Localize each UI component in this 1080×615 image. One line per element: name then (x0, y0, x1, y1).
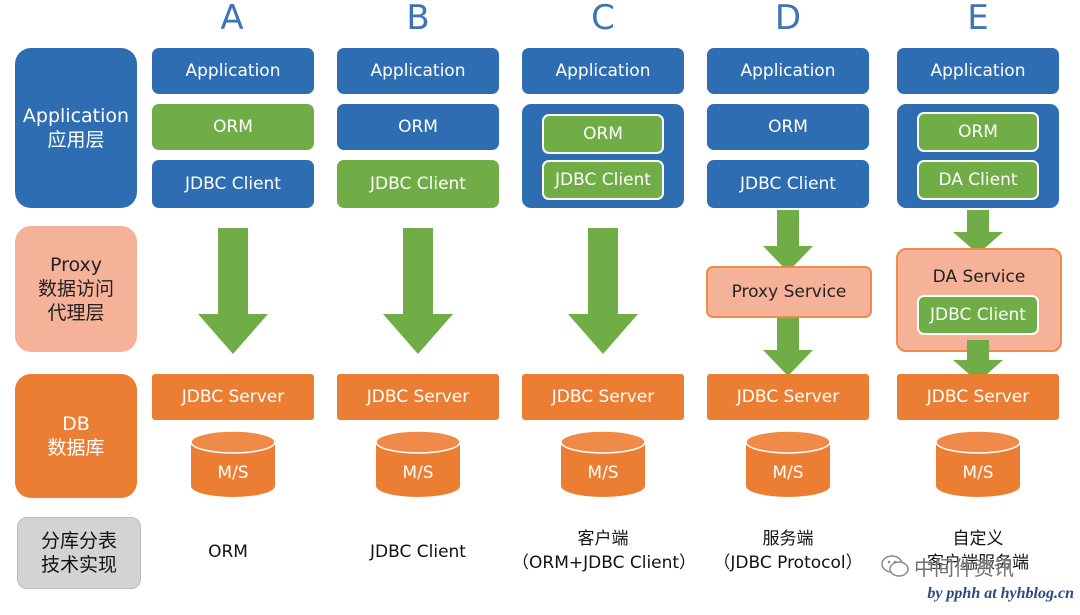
d-ms-database-icon: M/S (745, 430, 831, 497)
row-label-application-line2: 应用层 (47, 129, 105, 151)
e-lower-arrow (953, 340, 1003, 382)
b-ms-label: M/S (402, 463, 433, 483)
impl-c-line1: 客户端 (577, 529, 629, 549)
a-orm-box: ORM (152, 104, 314, 150)
e-ms-label: M/S (962, 463, 993, 483)
wechat-watermark: 中间件资讯 (880, 550, 1076, 582)
row-label-db-line2: 数据库 (47, 437, 105, 459)
a-jdbc-server-box: JDBC Server (152, 374, 314, 420)
c-orm-box: ORM (542, 114, 664, 154)
b-application-box: Application (337, 48, 499, 94)
column-header-e: E (967, 0, 989, 38)
e-jdbc-client-box: JDBC Client (917, 295, 1039, 335)
e-ms-database-icon: M/S (935, 430, 1021, 497)
wechat-icon (881, 555, 909, 577)
column-header-b: B (406, 0, 430, 38)
impl-b-text: JDBC Client (370, 542, 466, 562)
d-orm-box: ORM (707, 104, 869, 150)
d-application-box: Application (707, 48, 869, 94)
a-ms-database-icon: M/S (190, 430, 276, 497)
c-ms-database-icon: M/S (560, 430, 646, 497)
row-label-db: DB 数据库 (15, 374, 137, 498)
e-orm-box: ORM (917, 112, 1039, 152)
d-jdbc-server-box: JDBC Server (707, 374, 869, 420)
column-header-c: C (591, 0, 615, 38)
c-jdbc-client-box: JDBC Client (542, 160, 664, 200)
row-label-db-line1: DB (62, 413, 90, 435)
e-da-client-box: DA Client (917, 160, 1039, 200)
credit-watermark: by pphh at hyhblog.cn (927, 585, 1074, 602)
row-label-proxy-line3: 代理层 (47, 302, 105, 324)
a-down-arrow (198, 228, 268, 354)
column-header-a: A (220, 0, 244, 38)
row-label-impl-line2: 技术实现 (40, 554, 117, 576)
impl-a-text: ORM (208, 542, 248, 562)
impl-c-text: 客户端 （ORM+JDBC Client） (512, 527, 697, 575)
c-down-arrow (568, 228, 638, 354)
e-da-service-label: DA Service (932, 267, 1026, 287)
d-proxy-service-box: Proxy Service (706, 266, 872, 318)
a-application-box: Application (152, 48, 314, 94)
c-ms-label: M/S (587, 463, 618, 483)
a-jdbc-client-box: JDBC Client (152, 160, 314, 208)
b-down-arrow (383, 228, 453, 354)
row-label-impl-line1: 分库分表 (40, 530, 117, 552)
e-upper-arrow (953, 210, 1003, 254)
b-jdbc-client-box: JDBC Client (337, 160, 499, 208)
impl-e-line2: 客户端服务端 (927, 553, 1029, 573)
a-ms-label: M/S (217, 463, 248, 483)
impl-d-text: 服务端 （JDBC Protocol） (702, 527, 874, 575)
row-label-proxy-line2: 数据访问 (37, 278, 114, 300)
impl-d-line1: 服务端 (762, 529, 814, 549)
row-label-proxy-line1: Proxy (49, 254, 103, 276)
row-label-proxy: Proxy 数据访问 代理层 (15, 226, 137, 352)
c-application-box: Application (522, 48, 684, 94)
impl-d-line2: （JDBC Protocol） (713, 553, 863, 573)
row-label-application-line1: Application (22, 105, 130, 127)
d-ms-label: M/S (772, 463, 803, 483)
e-application-box: Application (897, 48, 1059, 94)
c-jdbc-server-box: JDBC Server (522, 374, 684, 420)
b-jdbc-server-box: JDBC Server (337, 374, 499, 420)
row-label-impl: 分库分表 技术实现 (17, 517, 141, 589)
d-jdbc-client-box: JDBC Client (707, 160, 869, 208)
column-header-d: D (774, 0, 802, 38)
wechat-watermark-text: 中间件资讯 (914, 555, 1014, 580)
impl-c-line2: （ORM+JDBC Client） (512, 553, 697, 573)
e-jdbc-server-box: JDBC Server (897, 374, 1059, 420)
b-ms-database-icon: M/S (375, 430, 461, 497)
impl-e-line1: 自定义 (952, 529, 1004, 549)
d-lower-arrow (763, 318, 813, 376)
b-orm-box: ORM (337, 104, 499, 150)
impl-e-text: 自定义 客户端服务端 (897, 527, 1059, 575)
d-upper-arrow (763, 210, 813, 272)
row-label-application: Application 应用层 (15, 48, 137, 208)
